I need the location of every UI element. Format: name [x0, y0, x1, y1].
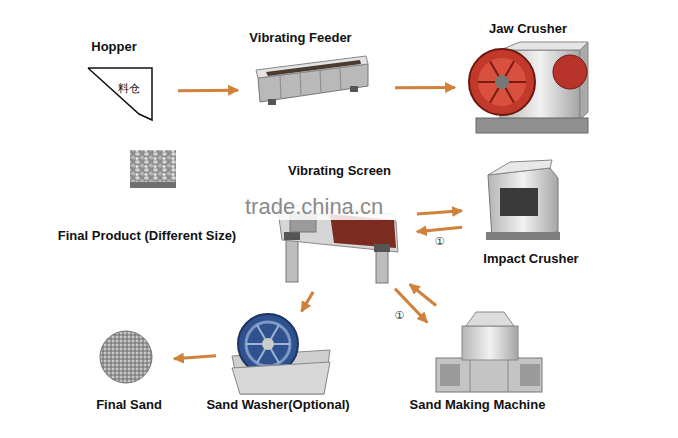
final-product: Final Product (Different Size) — [130, 150, 176, 190]
hopper-outline-path — [88, 68, 152, 120]
sand-washer: Sand Washer(Optional) — [228, 315, 330, 395]
impact-crusher-art — [486, 160, 560, 240]
sand-washer-art — [232, 314, 330, 394]
flow-arrow — [395, 86, 455, 89]
flow-arrow — [417, 211, 462, 214]
flow-arrow — [301, 292, 313, 312]
hopper-inner-text: 料仓 — [118, 82, 140, 95]
flow-arrow — [410, 284, 436, 305]
watermark: trade.china.cn — [225, 194, 403, 220]
sand-making-machine-art — [436, 312, 542, 392]
impact-crusher: Impact Crusher — [480, 160, 562, 240]
sand-sample — [100, 331, 152, 383]
sand-making-machine: Sand Making Machine — [430, 308, 545, 395]
product-label: Final Product (Different Size) — [58, 228, 236, 243]
flow-arrow — [417, 227, 462, 231]
flow-arrow — [174, 356, 216, 359]
jaw-crusher: Jaw Crusher — [468, 40, 588, 135]
jaw-crusher-art — [469, 42, 588, 133]
vibrating-feeder: Vibrating Feeder — [255, 55, 370, 105]
vibrating-feeder-art — [256, 56, 368, 105]
flow-arrow — [178, 89, 238, 93]
product-label: Final Sand — [96, 397, 162, 412]
machine-label: Jaw Crusher — [489, 21, 567, 36]
gravel-sample — [130, 150, 176, 188]
machine-label: Vibrating Feeder — [249, 30, 351, 45]
callout-number: ① — [434, 235, 446, 249]
machine-label: Vibrating Screen — [288, 163, 391, 178]
hopper: Hopper料仓 — [88, 68, 152, 120]
callout-number: ① — [393, 309, 405, 323]
hopper-label: Hopper — [91, 39, 137, 54]
machine-label: Sand Washer(Optional) — [206, 397, 349, 412]
machine-label: Sand Making Machine — [410, 397, 546, 412]
machine-label: Impact Crusher — [483, 251, 578, 266]
final-sand: Final Sand — [100, 330, 152, 385]
